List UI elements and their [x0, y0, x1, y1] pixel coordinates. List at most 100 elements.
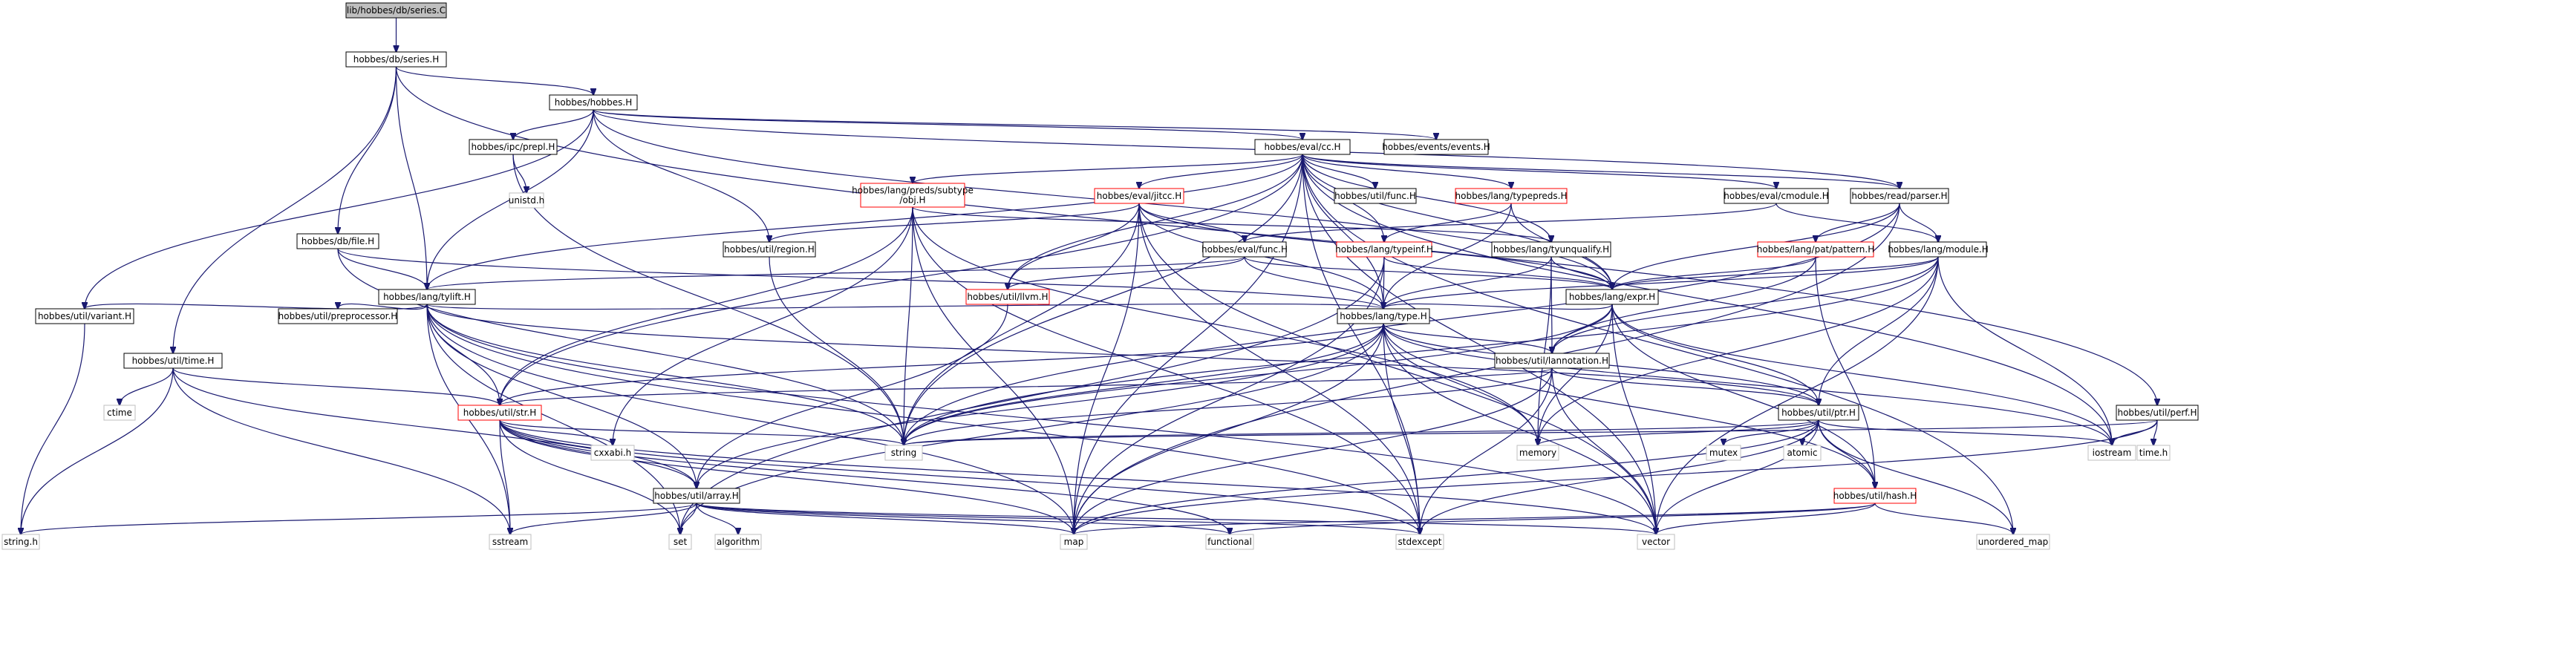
edge-subtype-h-to-string — [904, 206, 913, 445]
node-hobbes-util-variant-h[interactable]: hobbes/util/variant.H — [35, 308, 134, 324]
node-hobbes-eval-func-h[interactable]: hobbes/eval/func.H — [1201, 241, 1288, 258]
edge-layer — [21, 17, 2158, 534]
edge-tylift-h-to-stdexcept — [426, 304, 1420, 534]
node-hobbes-util-func-h[interactable]: hobbes/util/func.H — [1334, 188, 1417, 204]
edge-expr-h-to-ptr-h — [1611, 304, 1819, 405]
node-hobbes-util-array-h[interactable]: hobbes/util/array.H — [653, 488, 740, 504]
node-sstream: sstream — [489, 534, 532, 550]
node-functional: functional — [1205, 534, 1254, 550]
node-hobbes-util-perf-h[interactable]: hobbes/util/perf.H — [2116, 405, 2199, 421]
edge-expr-h-to-memory — [1538, 304, 1613, 445]
edge-str-h-to-stdexcept — [499, 419, 1420, 534]
node-hobbes-util-ptr-h[interactable]: hobbes/util/ptr.H — [1778, 405, 1859, 421]
edge-jitcc-h-to-string — [904, 203, 1140, 445]
edge-str-h-to-vector — [499, 419, 1656, 534]
node-hobbes-ipc-prepl-h[interactable]: hobbes/ipc/prepl.H — [469, 139, 558, 155]
edge-time-h-to-sstream — [172, 367, 510, 534]
edge-parser-h-to-pattern-h — [1816, 203, 1900, 242]
node-label: hobbes/util/str.H — [463, 408, 537, 418]
edge-cc-h-to-parser-h — [1302, 154, 1900, 189]
node-hobbes-lang-preds-subtype-obj-h[interactable]: hobbes/lang/preds/subtype/obj.H — [852, 183, 974, 208]
node-hobbes-db-series-h[interactable]: hobbes/db/series.H — [345, 51, 447, 68]
node-box — [1783, 445, 1822, 461]
node-hobbes-lang-pat-pattern-h[interactable]: hobbes/lang/pat/pattern.H — [1757, 241, 1874, 258]
edge-hobbes-h-to-prepl-h — [513, 109, 594, 140]
edge-expr-h-to-type-h — [1383, 304, 1613, 310]
node-label: hobbes/util/ptr.H — [1781, 408, 1856, 418]
node-box — [35, 308, 134, 324]
node-box — [668, 534, 692, 550]
edge-cc-h-to-string — [904, 154, 1303, 445]
node-iostream: iostream — [2087, 445, 2136, 461]
edge-time-h-to-stringh — [21, 367, 174, 534]
node-atomic: atomic — [1783, 445, 1822, 461]
node-hobbes-util-time-h[interactable]: hobbes/util/time.H — [123, 353, 223, 369]
edge-hobbes-h-to-events-h — [593, 109, 1436, 140]
node-box — [1757, 241, 1874, 258]
edge-tylift-h-to-variant-h — [85, 304, 428, 310]
edge-cmodule-h-to-evalfunc-h — [1245, 203, 1777, 242]
node-hobbes-lang-type-h[interactable]: hobbes/lang/type.H — [1337, 308, 1430, 324]
node-hobbes-hobbes-h[interactable]: hobbes/hobbes.H — [549, 94, 638, 111]
node-box — [1889, 241, 1987, 258]
node-hobbes-lang-tylift-h[interactable]: hobbes/lang/tylift.H — [378, 289, 476, 305]
node-hobbes-eval-cc-h[interactable]: hobbes/eval/cc.H — [1254, 139, 1351, 155]
node-hobbes-util-str-h[interactable]: hobbes/util/str.H — [457, 405, 542, 421]
edge-type-h-to-set — [680, 323, 1384, 534]
edge-typepreds-h-to-typeinf-h — [1384, 203, 1512, 242]
edge-module-h-to-vector — [1656, 256, 1939, 534]
node-label: hobbes/util/region.H — [724, 244, 815, 255]
node-label: set — [674, 537, 688, 547]
node-box — [457, 405, 542, 421]
edge-perf-h-to-timeh — [2153, 419, 2158, 445]
edge-hobbes-h-to-cc-h — [593, 109, 1302, 140]
node-hobbes-lang-expr-h[interactable]: hobbes/lang/expr.H — [1565, 289, 1659, 305]
node-hobbes-lang-module-h[interactable]: hobbes/lang/module.H — [1888, 241, 1989, 258]
node-hobbes-lang-tyunqualify-h[interactable]: hobbes/lang/tyunqualify.H — [1491, 241, 1611, 258]
node-hobbes-util-preprocessor-h[interactable]: hobbes/util/preprocessor.H — [278, 308, 398, 324]
node-label: hobbes/util/preprocessor.H — [278, 311, 398, 321]
edge-parser-h-to-string — [904, 203, 1900, 445]
node-hobbes-util-llvm-h[interactable]: hobbes/util/llvm.H — [965, 289, 1050, 305]
node-box — [2116, 405, 2199, 421]
node-hobbes-eval-jitcc-h[interactable]: hobbes/eval/jitcc.H — [1094, 188, 1184, 204]
edge-evalfunc-h-to-llvm-h — [1008, 256, 1245, 289]
node-box — [723, 241, 816, 258]
edge-str-h-to-functional — [499, 419, 1230, 534]
edge-hash-h-to-functional — [1230, 503, 1876, 534]
node-box — [653, 488, 740, 504]
node-label: vector — [1642, 537, 1670, 547]
edge-hobbes-h-to-region-h — [593, 109, 769, 242]
node-hobbes-util-region-h[interactable]: hobbes/util/region.H — [723, 241, 816, 258]
node-ctime: ctime — [103, 405, 136, 421]
edge-cc-h-to-map — [1074, 154, 1303, 534]
node-hobbes-read-parser-h[interactable]: hobbes/read/parser.H — [1850, 188, 1949, 204]
edge-file-h-to-tylift-h — [337, 248, 427, 289]
edge-series-h-to-time-h — [173, 66, 397, 353]
node-hobbes-events-events-h[interactable]: hobbes/events/events.H — [1382, 139, 1490, 155]
edge-jitcc-h-to-vector — [1138, 203, 1656, 534]
node-box — [1, 534, 40, 550]
node-box — [1060, 534, 1088, 550]
edge-type-h-to-hash-h — [1383, 323, 1875, 488]
edge-subtype-h-to-str-h — [500, 206, 913, 405]
edge-perf-h-to-string — [904, 419, 2158, 445]
node-lib-hobbes-db-series-c[interactable]: lib/hobbes/db/series.C — [345, 2, 447, 19]
node-box — [1254, 139, 1351, 155]
node-hobbes-util-hash-h[interactable]: hobbes/util/hash.H — [1833, 488, 1917, 504]
edge-array-h-to-functional — [696, 503, 1230, 534]
edge-tyunqualify-h-to-type-h — [1383, 256, 1552, 309]
node-label: ctime — [107, 408, 132, 418]
node-label: hobbes/read/parser.H — [1851, 191, 1947, 201]
edge-pattern-h-to-expr-h — [1612, 256, 1816, 289]
node-hobbes-eval-cmodule-h[interactable]: hobbes/eval/cmodule.H — [1724, 188, 1829, 204]
node-box — [1494, 353, 1610, 369]
node-hobbes-lang-typepreds-h[interactable]: hobbes/lang/typepreds.H — [1455, 188, 1568, 204]
node-label: hobbes/ipc/prepl.H — [472, 142, 555, 152]
node-mutex: mutex — [1706, 445, 1741, 461]
node-hobbes-db-file-h[interactable]: hobbes/db/file.H — [296, 233, 379, 249]
node-box — [1724, 188, 1829, 204]
node-hobbes-lang-typeinf-h[interactable]: hobbes/lang/typeinf.H — [1335, 241, 1433, 258]
node-hobbes-util-lannotation-h[interactable]: hobbes/util/lannotation.H — [1494, 353, 1610, 369]
edge-module-h-to-lannotation-h — [1552, 256, 1939, 353]
